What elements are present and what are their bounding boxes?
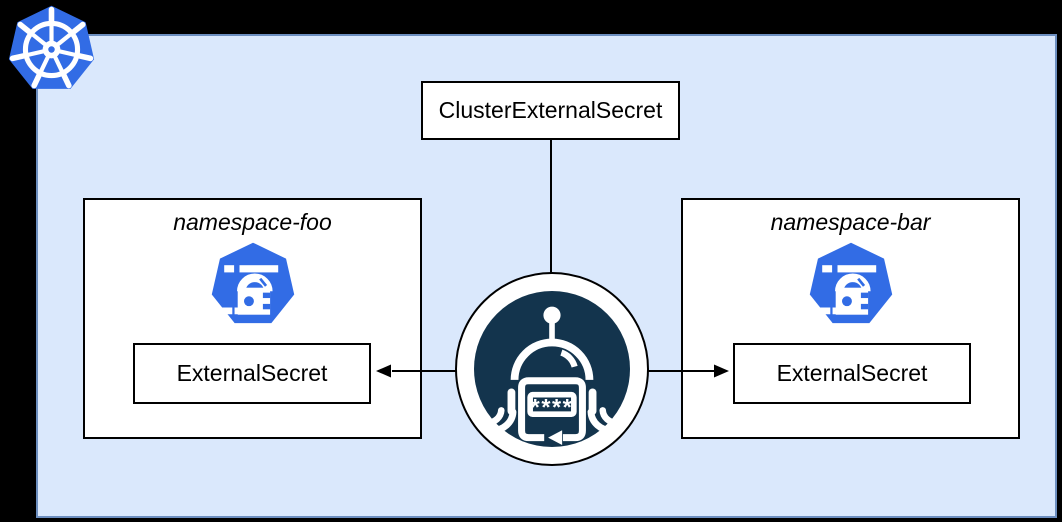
kubernetes-secret-icon: [208, 240, 298, 330]
namespace-title: namespace-foo: [173, 209, 332, 235]
kubernetes-secret-icon: [806, 240, 896, 330]
password-asterisks: ****: [531, 394, 574, 420]
cluster-external-secret-label: ClusterExternalSecret: [438, 97, 663, 123]
external-secret-node-foo: ExternalSecret: [133, 343, 371, 404]
namespace-title: namespace-bar: [770, 209, 931, 235]
namespace-card-bar: namespace-bar ExternalSecret: [681, 198, 1020, 439]
external-secret-label: ExternalSecret: [176, 360, 328, 386]
cluster-external-secret-node: ClusterExternalSecret: [421, 81, 680, 140]
external-secret-label: ExternalSecret: [776, 360, 928, 386]
external-secrets-robot-icon: ****: [474, 291, 630, 447]
kubernetes-logo: [5, 3, 98, 96]
namespace-card-foo: namespace-foo ExternalSecret: [83, 198, 422, 439]
external-secret-node-bar: ExternalSecret: [733, 343, 971, 404]
external-secrets-operator-badge: ****: [455, 272, 649, 466]
